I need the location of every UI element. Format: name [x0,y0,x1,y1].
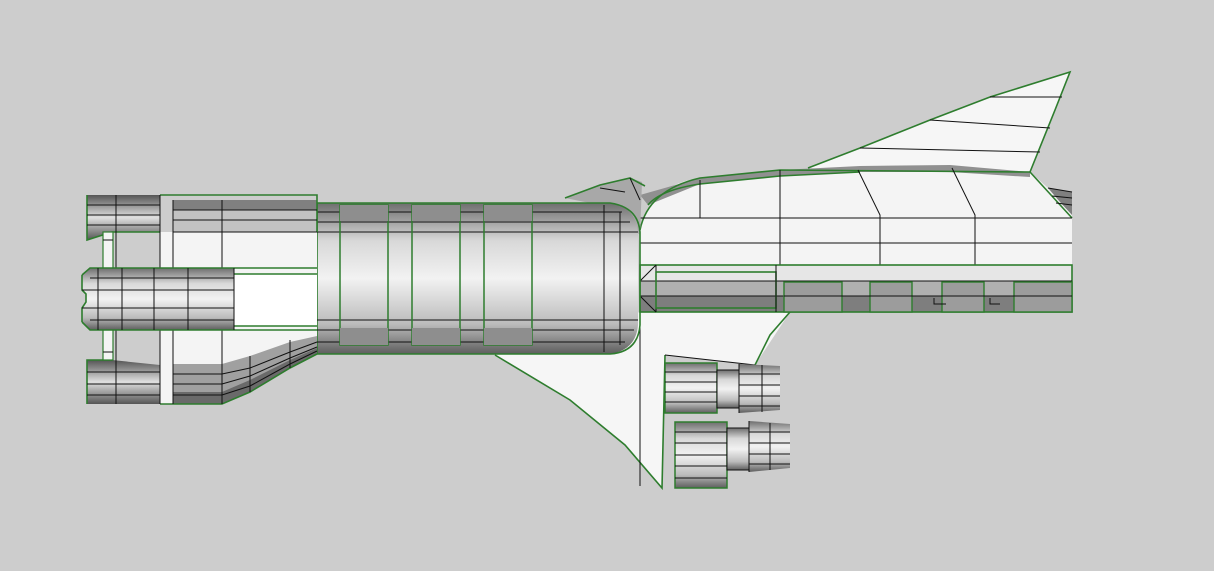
dorsal-fin[interactable] [807,70,1072,173]
main-hull[interactable] [316,202,641,355]
pod-engine-lower[interactable] [674,421,790,489]
ventral-wing[interactable] [494,311,791,491]
rear-nozzle[interactable] [81,267,317,331]
forward-fuselage[interactable] [639,165,1073,313]
pod-engine-upper[interactable] [664,362,780,414]
side-vent-row[interactable] [783,281,1073,313]
hull-rings[interactable] [339,204,533,346]
